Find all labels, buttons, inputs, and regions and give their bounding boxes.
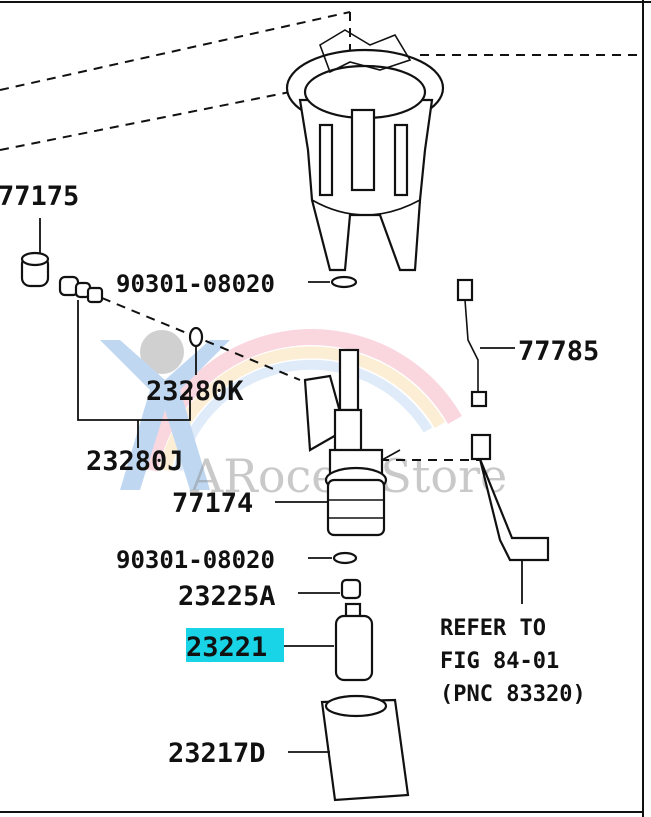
part-23280K-fitting (58, 275, 204, 448)
part-23225A-spacer (298, 578, 362, 600)
label-23280J[interactable]: 23280J (86, 446, 184, 477)
assembly-outline-dashed (0, 11, 643, 461)
label-highlight-23221 (186, 628, 284, 662)
label-90301-bottom[interactable]: 90301-08020 (116, 546, 275, 574)
refer-note-line1: REFER TO (440, 616, 546, 641)
pump-bracket-assembly (285, 29, 445, 272)
label-23217D[interactable]: 23217D (168, 738, 266, 769)
refer-note-line2: FIG 84-01 (440, 649, 559, 674)
label-23280K[interactable]: 23280K (146, 376, 244, 407)
label-77175[interactable]: 77175 (0, 181, 79, 212)
part-77174-filter (275, 348, 401, 537)
part-23217D-sock (288, 694, 410, 802)
part-77175-cap (20, 218, 50, 288)
part-77785-harness (456, 278, 515, 408)
refer-note-line3: (PNC 83320) (440, 682, 586, 707)
part-90301-top-oring (308, 275, 358, 289)
label-77785[interactable]: 77785 (518, 336, 599, 367)
watermark-graphic (100, 329, 462, 490)
label-77174[interactable]: 77174 (172, 488, 253, 519)
part-23221-pump (284, 602, 374, 682)
label-23221[interactable]: 23221 (186, 632, 267, 663)
label-23225A[interactable]: 23225A (178, 581, 276, 612)
label-90301-top[interactable]: 90301-08020 (116, 270, 275, 298)
part-refer-bracket (470, 433, 550, 604)
part-90301-bottom-oring (308, 551, 358, 565)
